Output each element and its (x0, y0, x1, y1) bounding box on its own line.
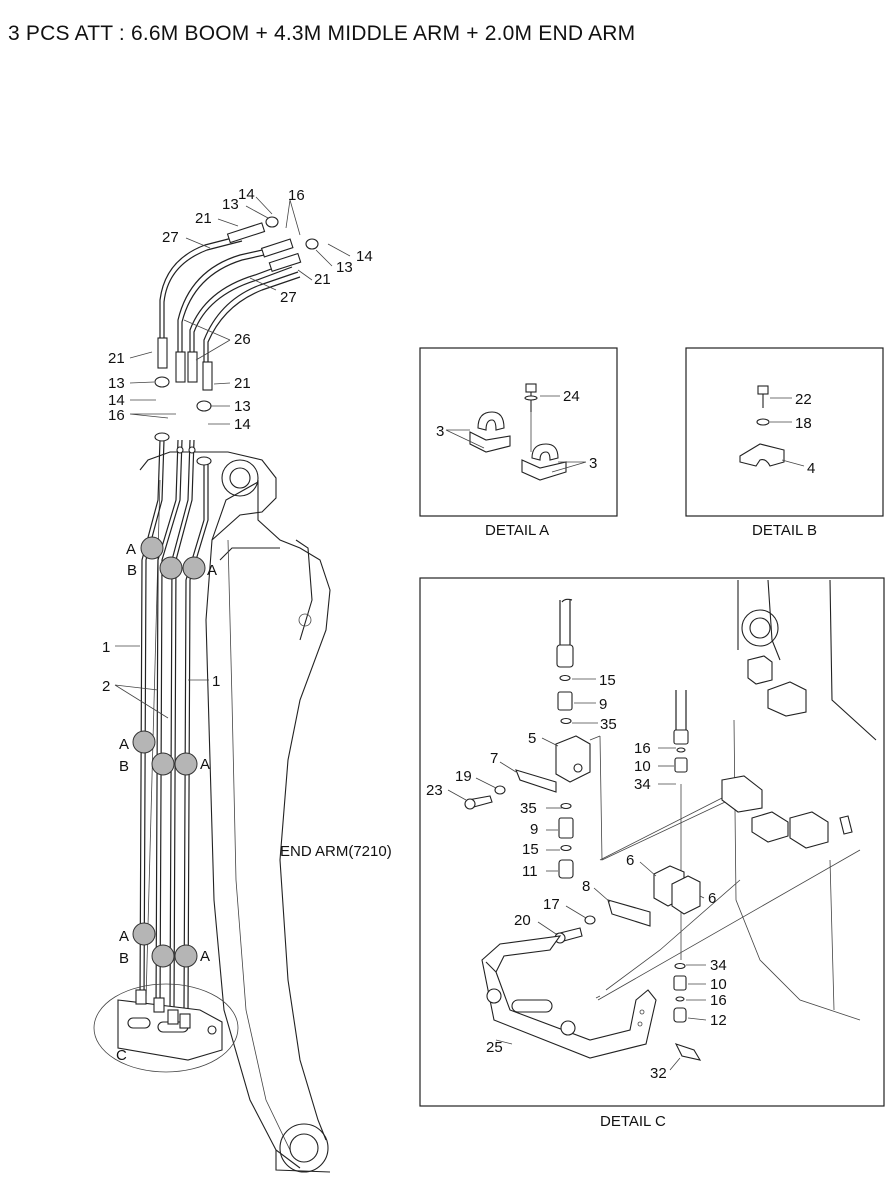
callout: 13 (234, 398, 251, 415)
detail-c-caption: DETAIL C (600, 1113, 666, 1130)
callout: 24 (563, 388, 580, 405)
callout: 34 (710, 957, 727, 974)
callout: 16 (108, 407, 125, 424)
page-title: 3 PCS ATT : 6.6M BOOM + 4.3M MIDDLE ARM … (8, 22, 636, 45)
section-mark: B (119, 950, 129, 967)
callout: 6 (708, 890, 716, 907)
callout: 17 (543, 896, 560, 913)
callout: 13 (336, 259, 353, 276)
callout: 7 (490, 750, 498, 767)
callout: 14 (238, 186, 255, 203)
callout: 35 (600, 716, 617, 733)
callout: 1 (212, 673, 220, 690)
callout: 19 (455, 768, 472, 785)
section-mark: A (200, 756, 210, 773)
callout: 15 (599, 672, 616, 689)
callout: 14 (356, 248, 373, 265)
callout: 26 (234, 331, 251, 348)
callout: 21 (108, 350, 125, 367)
detail-a-parts (445, 383, 587, 481)
section-markers (132, 536, 206, 968)
main-leaders (114, 196, 351, 719)
callout: 16 (634, 740, 651, 757)
arm-hoses (139, 439, 209, 1011)
callout: 3 (436, 423, 444, 440)
callout: 3 (589, 455, 597, 472)
section-mark: A (119, 928, 129, 945)
callout: 35 (520, 800, 537, 817)
detail-a-frame (419, 347, 618, 517)
callout: 10 (634, 758, 651, 775)
detail-b-frame (685, 347, 884, 517)
callout: 21 (314, 271, 331, 288)
callout: 25 (486, 1039, 503, 1056)
callout: C (116, 1047, 127, 1064)
callout: 8 (582, 878, 590, 895)
section-mark: A (207, 562, 217, 579)
callout: 9 (599, 696, 607, 713)
callout: 15 (522, 841, 539, 858)
callout: 16 (288, 187, 305, 204)
upper-hose-bends (154, 216, 319, 466)
callout: 1 (102, 639, 110, 656)
callout: 13 (222, 196, 239, 213)
callout: 9 (530, 821, 538, 838)
section-mark: A (119, 736, 129, 753)
callout: 11 (522, 863, 538, 880)
section-mark: B (127, 562, 137, 579)
callout: 5 (528, 730, 536, 747)
callout: 10 (710, 976, 727, 993)
callout: 12 (710, 1012, 727, 1029)
detail-b-caption: DETAIL B (752, 522, 817, 539)
callout: 16 (710, 992, 727, 1009)
section-mark: A (200, 948, 210, 965)
arm-label: END ARM(7210) (280, 843, 392, 860)
callout: 13 (108, 375, 125, 392)
callout: 32 (650, 1065, 667, 1082)
callout: 21 (234, 375, 251, 392)
bottom-block (93, 983, 239, 1073)
detail-b-parts (739, 385, 805, 467)
callout: 34 (634, 776, 651, 793)
callout: 2 (102, 678, 110, 695)
callout: 23 (426, 782, 443, 799)
detail-c-frame (419, 577, 885, 1107)
callout: 14 (234, 416, 251, 433)
callout: 6 (626, 852, 634, 869)
callout: 4 (807, 460, 815, 477)
callout: 18 (795, 415, 812, 432)
section-mark: A (126, 541, 136, 558)
callout: 22 (795, 391, 812, 408)
callout: 14 (108, 392, 125, 409)
detail-c-parts (447, 579, 877, 1071)
callout: 27 (280, 289, 297, 306)
callout: 27 (162, 229, 179, 246)
detail-a-caption: DETAIL A (485, 522, 549, 539)
end-arm-body (139, 451, 331, 1173)
callout: 21 (195, 210, 212, 227)
section-mark: B (119, 758, 129, 775)
callout: 20 (514, 912, 531, 929)
